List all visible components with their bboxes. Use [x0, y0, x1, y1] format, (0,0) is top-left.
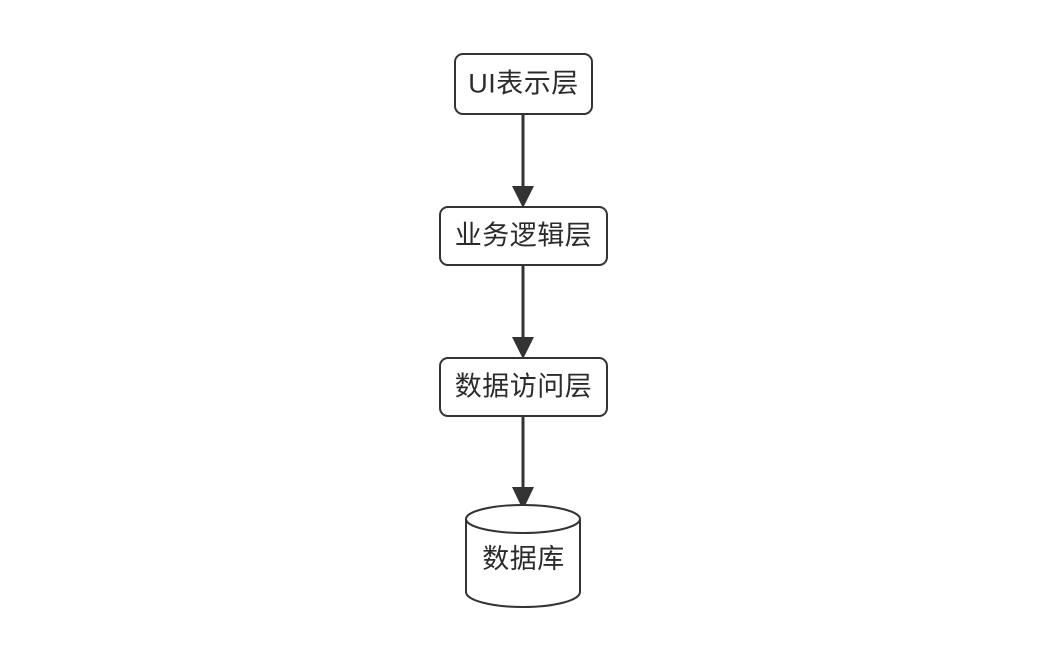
edge-ui-to-business-arrowhead — [512, 186, 534, 208]
node-data-access-layer-shape[interactable] — [439, 357, 608, 417]
node-business-logic-layer[interactable]: 业务逻辑层 — [439, 206, 608, 266]
edge-data-access-to-database — [512, 416, 534, 510]
node-data-access-layer-label: 数据访问层 — [455, 372, 593, 402]
node-database-cylinder-top[interactable] — [465, 504, 581, 534]
edge-business-to-data-access — [512, 265, 534, 359]
node-data-access-layer[interactable]: 数据访问层 — [439, 357, 608, 417]
node-ui-layer-shape[interactable] — [454, 53, 593, 115]
edge-business-to-data-access-arrowhead — [512, 337, 534, 359]
node-ui-layer[interactable]: UI表示层 — [454, 53, 593, 115]
edge-data-access-to-database-arrowhead — [512, 487, 534, 510]
node-database-label: 数据库 — [482, 544, 565, 574]
node-business-logic-layer-label: 业务逻辑层 — [455, 221, 593, 251]
edge-ui-to-business — [512, 114, 534, 208]
node-business-logic-layer-shape[interactable] — [439, 206, 608, 266]
node-ui-layer-label: UI表示层 — [468, 69, 579, 99]
node-database-cylinder-body[interactable] — [465, 519, 581, 608]
node-database[interactable]: 数据库 — [465, 504, 581, 608]
